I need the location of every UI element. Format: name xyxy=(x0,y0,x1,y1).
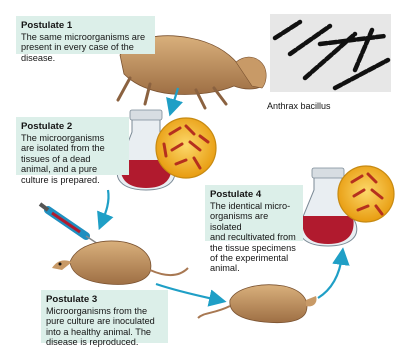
experimental-mouse xyxy=(198,285,317,323)
postulate-3-title: Postulate 3 xyxy=(46,294,163,305)
postulate-3-box: Postulate 3 Microorganisms from the pure… xyxy=(41,290,168,343)
arrow-4-to-flask xyxy=(318,256,342,298)
postulate-1-title: Postulate 1 xyxy=(21,20,150,31)
petri-dish-2 xyxy=(338,166,394,222)
postulate-1-box: Postulate 1 The same microorganisms are … xyxy=(16,16,155,54)
postulate-2-box: Postulate 2 The microorganisms are isola… xyxy=(16,117,129,175)
petri-dish-1 xyxy=(156,118,216,178)
postulate-3-text: Microorganisms from the pure culture are… xyxy=(46,306,163,348)
postulate-4-box: Postulate 4 The identical micro- organis… xyxy=(205,185,303,241)
healthy-mouse xyxy=(52,241,188,285)
postulate-2-title: Postulate 2 xyxy=(21,121,124,132)
arrow-2-to-3 xyxy=(102,190,109,222)
postulate-1-text: The same microorganisms are present in e… xyxy=(21,32,150,63)
syringe xyxy=(40,204,98,244)
postulate-4-title: Postulate 4 xyxy=(210,189,298,200)
anthrax-micrograph xyxy=(270,14,391,92)
postulate-4-text: The identical micro- organisms are isola… xyxy=(210,201,298,274)
micrograph-label: Anthrax bacillus xyxy=(267,101,331,111)
postulate-2-text: The microorganisms are isolated from the… xyxy=(21,133,124,185)
